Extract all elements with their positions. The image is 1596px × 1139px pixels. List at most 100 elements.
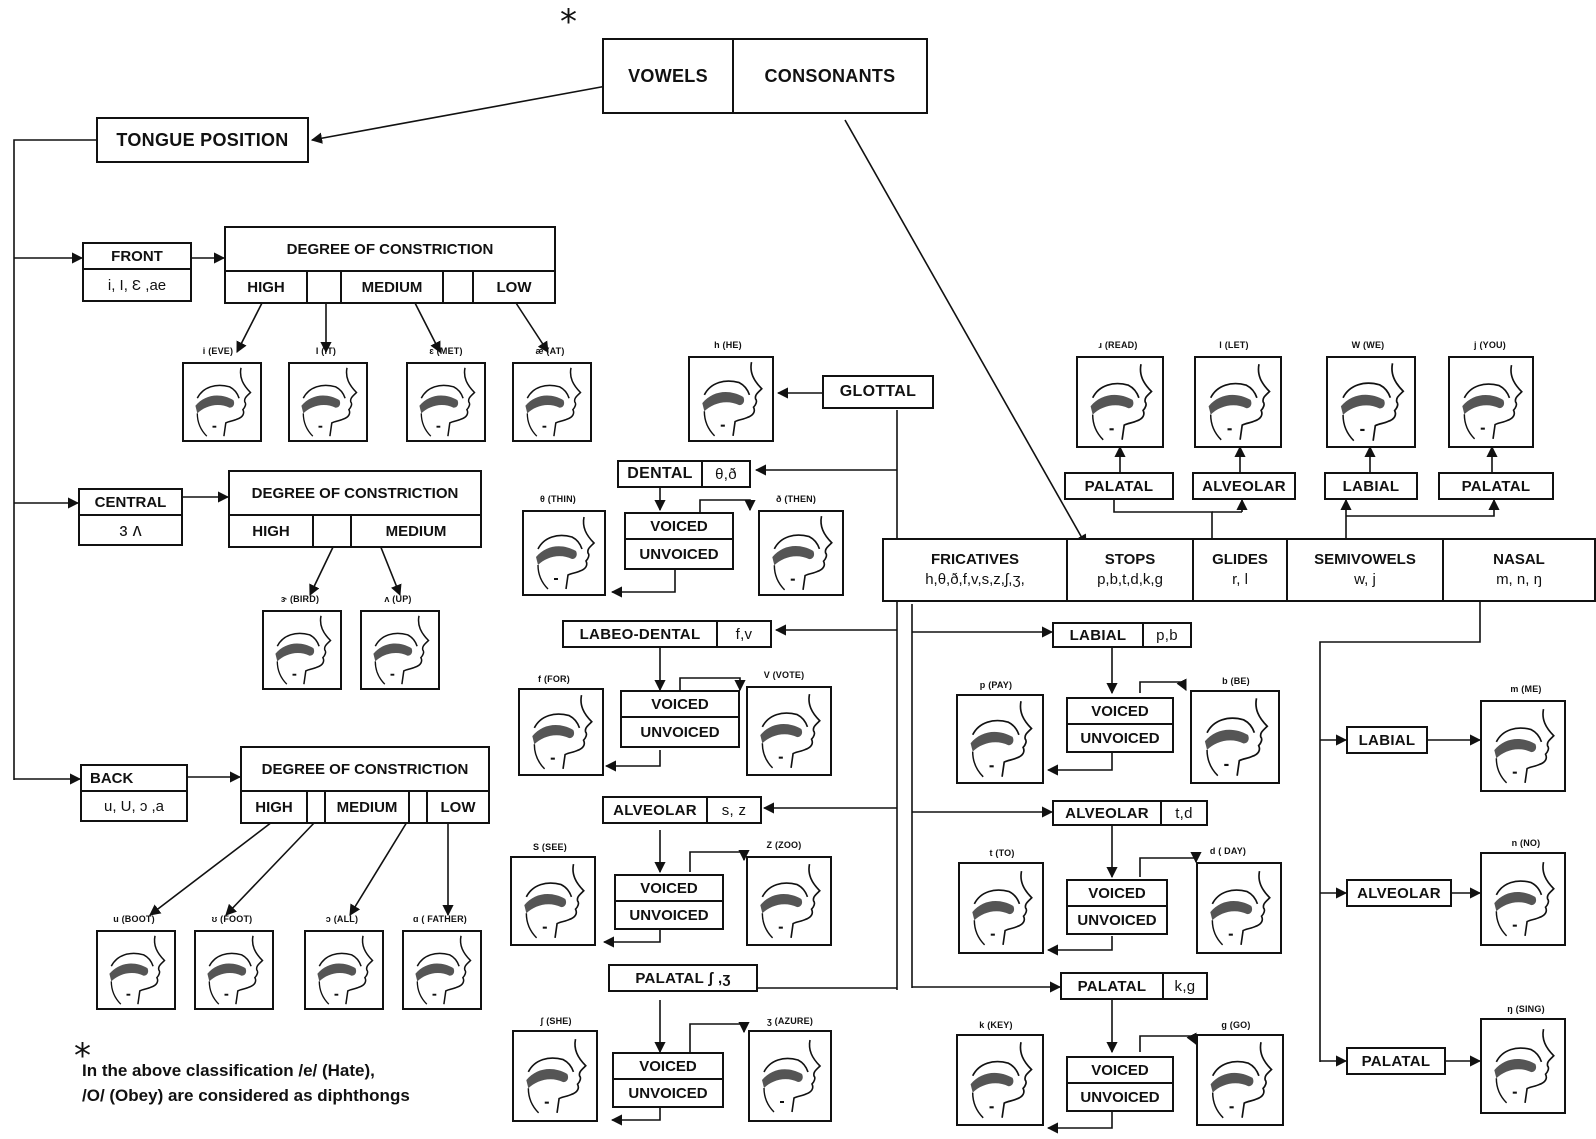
vocal-tract-figure — [510, 856, 596, 946]
caption-v-vote: V (VOTE) — [763, 670, 805, 680]
caption-f-for: f (FOR) — [538, 674, 570, 684]
front-spacer-2 — [442, 270, 474, 304]
labeo-dental-box: LABEO-DENTAL — [562, 620, 718, 648]
back-low: LOW — [426, 790, 490, 824]
dental-unvoiced: UNVOICED — [624, 538, 734, 570]
fricative-palatal-box: PALATAL ʃ ,ʒ — [608, 964, 758, 992]
back-degree-of-constriction: DEGREE OF CONSTRICTION — [240, 746, 490, 792]
caption-w-we: W (WE) — [1351, 340, 1385, 350]
caption-e-met: ɛ (MET) — [429, 346, 463, 356]
stop-labial-voiced: VOICED — [1066, 697, 1174, 725]
semivowels-label: SEMIVOWELS — [1314, 551, 1416, 568]
semivowels-symbols: w, j — [1354, 571, 1376, 588]
dental-box: DENTAL — [617, 460, 703, 488]
labeo-dental-symbols: f,v — [716, 620, 772, 648]
vocal-tract-figure — [512, 1030, 598, 1122]
caption-er-bird: ɝ (BIRD) — [280, 594, 320, 604]
vocal-tract-figure — [360, 610, 440, 690]
front-high: HIGH — [224, 270, 308, 304]
caption-zh-azure: ʒ (AZURE) — [766, 1016, 814, 1026]
caption-a-father: ɑ ( FATHER) — [412, 914, 468, 924]
front-symbols: i, I, Ɛ ,ae — [82, 268, 192, 302]
stop-alveolar-symbols: t,d — [1160, 800, 1208, 826]
back-spacer-1 — [306, 790, 326, 824]
nasal-alveolar-box: ALVEOLAR — [1346, 879, 1452, 907]
vocal-tract-figure — [758, 510, 844, 596]
glottal-box: GLOTTAL — [822, 375, 934, 409]
vocal-tract-figure — [958, 862, 1044, 954]
back-symbols: u, U, ɔ ,a — [80, 790, 188, 822]
vocal-tract-figure — [1448, 356, 1534, 448]
dental-voiced: VOICED — [624, 512, 734, 540]
caption-n-no: n (NO) — [1511, 838, 1541, 848]
vocal-tract-figure — [304, 930, 384, 1010]
central-medium: MEDIUM — [350, 514, 482, 548]
fricative-alveolar-box: ALVEOLAR — [602, 796, 708, 824]
caption-p-pay: p (PAY) — [979, 680, 1013, 690]
nasal-symbols: m, n, ŋ — [1496, 571, 1542, 588]
back-spacer-2 — [408, 790, 428, 824]
caption-dh-then: ð (THEN) — [775, 494, 817, 504]
caption-b-be: b (BE) — [1222, 676, 1250, 686]
stop-labial-unvoiced: UNVOICED — [1066, 723, 1174, 753]
fricatives-box: FRICATIVES h,θ,ð,f,v,s,z,ʃ,ʒ, — [882, 538, 1068, 602]
vocal-tract-figure — [746, 686, 832, 776]
fricative-alveolar-unvoiced: UNVOICED — [614, 900, 724, 930]
stop-alveolar-voiced: VOICED — [1066, 879, 1168, 907]
fricatives-symbols: h,θ,ð,f,v,s,z,ʃ,ʒ, — [925, 571, 1025, 588]
stop-alveolar-unvoiced: UNVOICED — [1066, 905, 1168, 935]
vocal-tract-figure — [1480, 1018, 1566, 1114]
caption-m-me: m (ME) — [1510, 684, 1542, 694]
vocal-tract-figure — [512, 362, 592, 442]
central-degree-of-constriction: DEGREE OF CONSTRICTION — [228, 470, 482, 516]
front-low: LOW — [472, 270, 556, 304]
caption-t-to: t (TO) — [989, 848, 1015, 858]
stops-symbols: p,b,t,d,k,g — [1097, 571, 1163, 588]
vocal-tract-figure — [262, 610, 342, 690]
vocal-tract-figure — [1194, 356, 1282, 448]
fricative-palatal-voiced: VOICED — [612, 1052, 724, 1080]
glides-symbols: r, l — [1232, 571, 1248, 588]
dental-symbols: θ,ð — [701, 460, 751, 488]
vocal-tract-figure — [406, 362, 486, 442]
caption-u-boot: u (BOOT) — [113, 914, 155, 924]
caption-g-go: g (GO) — [1221, 1020, 1251, 1030]
nasal-labial-box: LABIAL — [1346, 726, 1428, 754]
caption-d-day: d ( DAY) — [1209, 846, 1247, 856]
caption-s-see: S (SEE) — [533, 842, 567, 852]
vocal-tract-figure — [288, 362, 368, 442]
vowels-box: VOWELS — [602, 38, 734, 114]
glide-palatal-box: PALATAL — [1064, 472, 1174, 500]
vocal-tract-figure — [748, 1030, 832, 1122]
central-high: HIGH — [228, 514, 314, 548]
vocal-tract-figure — [956, 1034, 1044, 1126]
vocal-tract-figure — [1480, 852, 1566, 946]
asterisk-footnote: * — [74, 1036, 91, 1076]
vocal-tract-figure — [182, 362, 262, 442]
vocal-tract-figure — [522, 510, 606, 596]
stop-labial-box: LABIAL — [1052, 622, 1144, 648]
back-label: BACK — [80, 764, 188, 792]
caption-i-it: I (IT) — [315, 346, 337, 356]
stop-alveolar-box: ALVEOLAR — [1052, 800, 1162, 826]
caption-h-he: h (HE) — [714, 340, 742, 350]
connector-lines — [13, 84, 1500, 1134]
nasal-label: NASAL — [1493, 551, 1545, 568]
back-medium: MEDIUM — [324, 790, 410, 824]
caption-j-you: j (YOU) — [1474, 340, 1506, 350]
front-degree-of-constriction: DEGREE OF CONSTRICTION — [224, 226, 556, 272]
vocal-tract-figure — [1196, 1034, 1284, 1126]
semivowels-box: SEMIVOWELS w, j — [1286, 538, 1444, 602]
vocal-tract-figure — [1480, 700, 1566, 792]
front-spacer-1 — [306, 270, 342, 304]
vocal-tract-figure — [96, 930, 176, 1010]
stops-label: STOPS — [1104, 551, 1156, 568]
central-spacer — [312, 514, 352, 548]
stop-palatal-voiced: VOICED — [1066, 1056, 1174, 1084]
caption-uh-up: ʌ (UP) — [384, 594, 412, 604]
stop-palatal-symbols: k,g — [1162, 972, 1208, 1000]
vocal-tract-figure — [956, 694, 1044, 784]
back-high: HIGH — [240, 790, 308, 824]
caption-k-key: k (KEY) — [979, 1020, 1013, 1030]
